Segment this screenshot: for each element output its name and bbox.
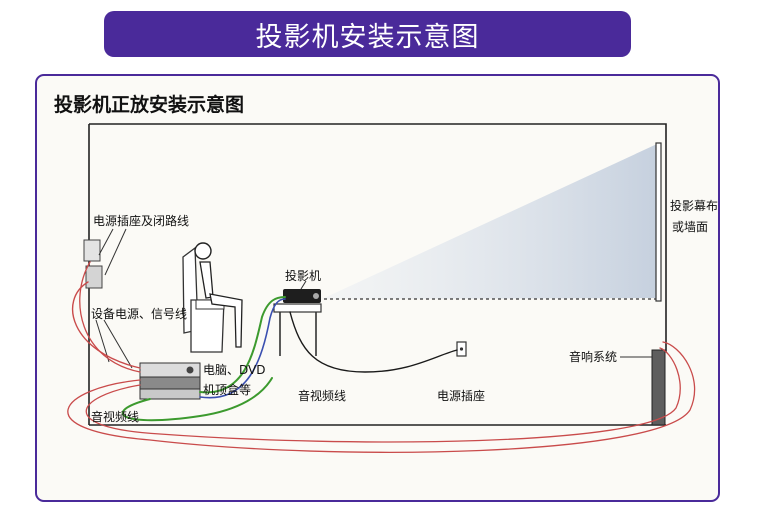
projector-table-top <box>273 303 322 313</box>
person-body <box>199 261 214 299</box>
label-projector: 投影机 <box>285 269 322 283</box>
set-top-box <box>139 388 201 400</box>
green-av-cable <box>199 296 286 394</box>
wall-outlet-lower <box>85 265 103 289</box>
diagram-subtitle: 投影机正放安装示意图 <box>54 94 245 116</box>
label-screen-line2: 或墙面 <box>672 220 709 234</box>
projector-icon <box>283 289 321 303</box>
cable-pointer-1 <box>103 319 133 369</box>
outlet-pointer-2 <box>104 228 127 276</box>
red-loop-outer <box>67 341 696 453</box>
label-power-outlet-circuit: 电源插座及闭路线 <box>93 214 190 228</box>
red-cable-to-outlet-1 <box>72 281 141 369</box>
projection-screen <box>655 142 662 302</box>
blue-av-cable <box>199 298 286 399</box>
projector-lens <box>313 293 319 299</box>
dvd-knob <box>186 366 194 374</box>
label-set-top-box: 机顶盒等 <box>203 383 252 397</box>
label-device-power-signal: 设备电源、信号线 <box>91 307 188 321</box>
outlet-pointer-1 <box>98 228 114 256</box>
red-loop-inner <box>85 347 681 443</box>
page-title: 投影机安装示意图 <box>255 21 480 53</box>
wall-outlet-upper <box>83 239 101 262</box>
black-power-cable <box>289 311 458 373</box>
title-banner: 投影机安装示意图 <box>104 11 631 57</box>
label-pc-dvd: 电脑、DVD <box>203 363 266 377</box>
room-back-wall <box>89 123 667 352</box>
green-av-cable-loop <box>121 377 273 422</box>
label-av-cable-left: 音视频线 <box>91 410 140 424</box>
audio-speaker <box>651 349 666 426</box>
projection-beam <box>322 144 657 299</box>
label-av-cable-right: 音视频线 <box>298 389 347 403</box>
label-audio-system: 音响系统 <box>569 350 618 364</box>
label-power-socket: 电源插座 <box>437 389 486 403</box>
label-screen-line1: 投影幕布 <box>670 199 719 213</box>
av-receiver <box>139 376 201 390</box>
person-legs <box>209 293 243 348</box>
red-cable-to-outlet-2 <box>79 261 141 373</box>
person-head <box>194 242 212 260</box>
projector-pointer <box>300 280 307 290</box>
socket-hole <box>459 347 464 351</box>
cables <box>67 261 696 453</box>
